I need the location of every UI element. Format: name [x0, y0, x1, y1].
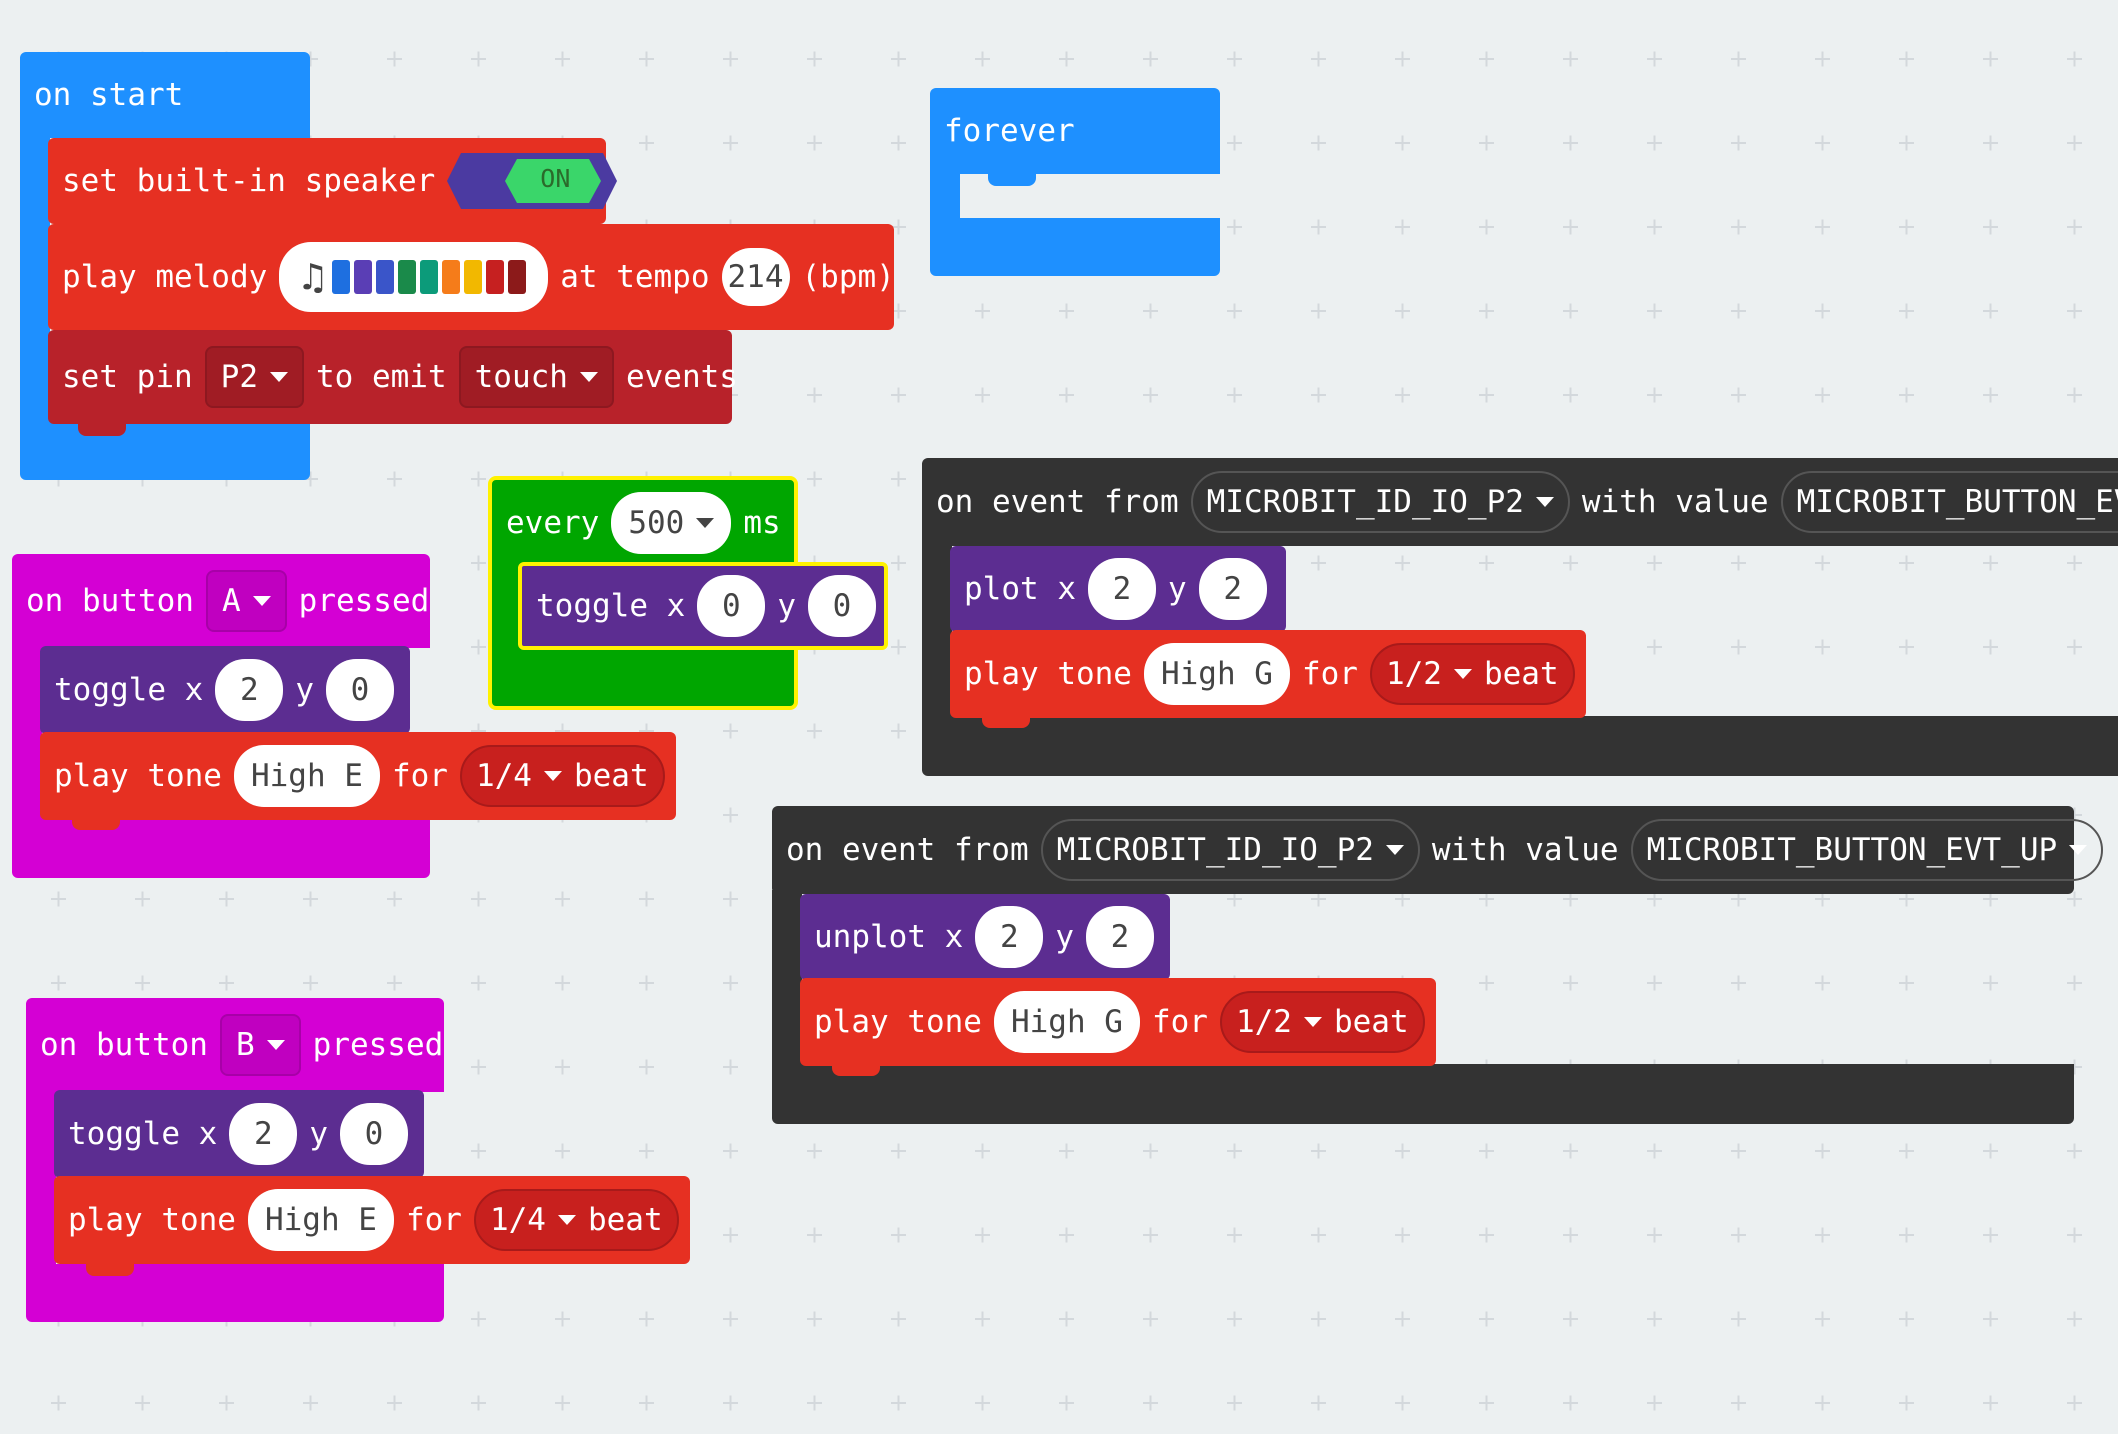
melody-note-cell	[354, 260, 373, 294]
play-melody-block[interactable]: play melody ♫ at tempo 214 (bpm)	[48, 224, 895, 330]
on-button-b-body	[26, 1090, 56, 1266]
unplot-block[interactable]: unplot x 2 y 2	[800, 894, 1170, 980]
speaker-toggle-label: ON	[540, 164, 571, 193]
x-input[interactable]: 2	[215, 659, 284, 721]
block-notch	[86, 1264, 134, 1276]
melody-note-cell	[486, 260, 505, 294]
on-event-up-header[interactable]: on event from MICROBIT_ID_IO_P2 with val…	[772, 806, 2104, 894]
pin-dropdown[interactable]: P2	[204, 346, 304, 408]
block-notch	[982, 716, 1030, 728]
y-input[interactable]: 0	[325, 659, 394, 721]
melody-note-cell	[442, 260, 461, 294]
block-notch	[832, 1064, 880, 1076]
set-speaker-block[interactable]: set built-in speaker ON	[48, 138, 618, 224]
on-event-down-body	[922, 544, 952, 718]
on-event-up-footer	[772, 1064, 2074, 1124]
toggle-block[interactable]: toggle x 2 y 0	[54, 1090, 424, 1178]
note-input[interactable]: High G	[993, 991, 1140, 1053]
note-input[interactable]: High G	[1143, 643, 1290, 705]
on-button-a-body	[12, 646, 42, 820]
chevron-down-icon	[1385, 845, 1404, 855]
toggle-block[interactable]: toggle x 2 y 0	[40, 646, 410, 734]
melody-note-cell	[508, 260, 527, 294]
x-input[interactable]: 2	[229, 1103, 298, 1165]
chevron-down-icon	[252, 596, 271, 606]
y-input[interactable]: 0	[807, 575, 876, 637]
chevron-down-icon	[2069, 845, 2088, 855]
y-input[interactable]: 0	[339, 1103, 408, 1165]
every-header[interactable]: every 500 ms	[492, 480, 794, 566]
chevron-down-icon	[1453, 669, 1472, 679]
x-input[interactable]: 2	[1087, 558, 1156, 620]
chevron-down-icon	[269, 372, 288, 382]
event-source-dropdown[interactable]: MICROBIT_ID_IO_P2	[1190, 471, 1570, 533]
on-start-footer	[20, 422, 310, 480]
tempo-input[interactable]: 214	[721, 248, 790, 306]
chevron-down-icon	[266, 1040, 285, 1050]
on-event-up-body	[772, 890, 802, 1068]
forever-slot-notch	[988, 172, 1036, 186]
on-event-down-header[interactable]: on event from MICROBIT_ID_IO_P2 with val…	[922, 458, 2118, 546]
on-button-a-header[interactable]: on button A pressed	[12, 554, 430, 648]
event-source-dropdown[interactable]: MICROBIT_ID_IO_P2	[1040, 819, 1420, 881]
forever-footer	[930, 218, 1220, 276]
chevron-down-icon	[557, 1215, 576, 1225]
melody-editor[interactable]: ♫	[279, 242, 549, 312]
melody-note-cell	[464, 260, 483, 294]
block-notch	[72, 818, 120, 830]
on-button-b-header[interactable]: on button B pressed	[26, 998, 444, 1092]
speaker-toggle-shape	[447, 153, 618, 209]
x-input[interactable]: 2	[975, 906, 1044, 968]
block-notch	[78, 424, 126, 436]
speaker-toggle[interactable]: ON	[447, 153, 618, 209]
music-note-icon: ♫	[301, 255, 325, 299]
on-event-down-footer	[922, 716, 2118, 776]
pin-event-dropdown[interactable]: touch	[458, 346, 614, 408]
melody-note-cell	[376, 260, 395, 294]
plot-block[interactable]: plot x 2 y 2	[950, 546, 1286, 632]
melody-note-cell	[398, 260, 417, 294]
chevron-down-icon	[579, 372, 598, 382]
event-value-dropdown[interactable]: MICROBIT_BUTTON_EVT_UP	[1630, 819, 2104, 881]
note-input[interactable]: High E	[233, 745, 380, 807]
on-start-header[interactable]: on start	[20, 52, 310, 138]
interval-dropdown[interactable]: 500	[611, 492, 732, 554]
melody-note-cell	[420, 260, 439, 294]
forever-label: forever	[944, 113, 1075, 149]
x-input[interactable]: 0	[697, 575, 766, 637]
chevron-down-icon	[543, 771, 562, 781]
chevron-down-icon	[1535, 497, 1554, 507]
button-dropdown[interactable]: B	[219, 1014, 301, 1076]
on-start-label: on start	[34, 77, 184, 113]
on-start-body	[20, 136, 50, 424]
set-pin-block[interactable]: set pin P2 to emit touch events	[48, 330, 738, 424]
forever-header[interactable]: forever	[930, 88, 1220, 174]
button-dropdown[interactable]: A	[205, 570, 287, 632]
chevron-down-icon	[696, 518, 715, 528]
chevron-down-icon	[1303, 1017, 1322, 1027]
toggle-block[interactable]: toggle x 0 y 0	[518, 562, 888, 650]
forever-body	[930, 172, 960, 220]
event-value-dropdown[interactable]: MICROBIT_BUTTON_EVT_D	[1780, 471, 2118, 533]
melody-note-cell	[332, 260, 351, 294]
y-input[interactable]: 2	[1198, 558, 1267, 620]
y-input[interactable]: 2	[1085, 906, 1154, 968]
note-input[interactable]: High E	[247, 1189, 394, 1251]
